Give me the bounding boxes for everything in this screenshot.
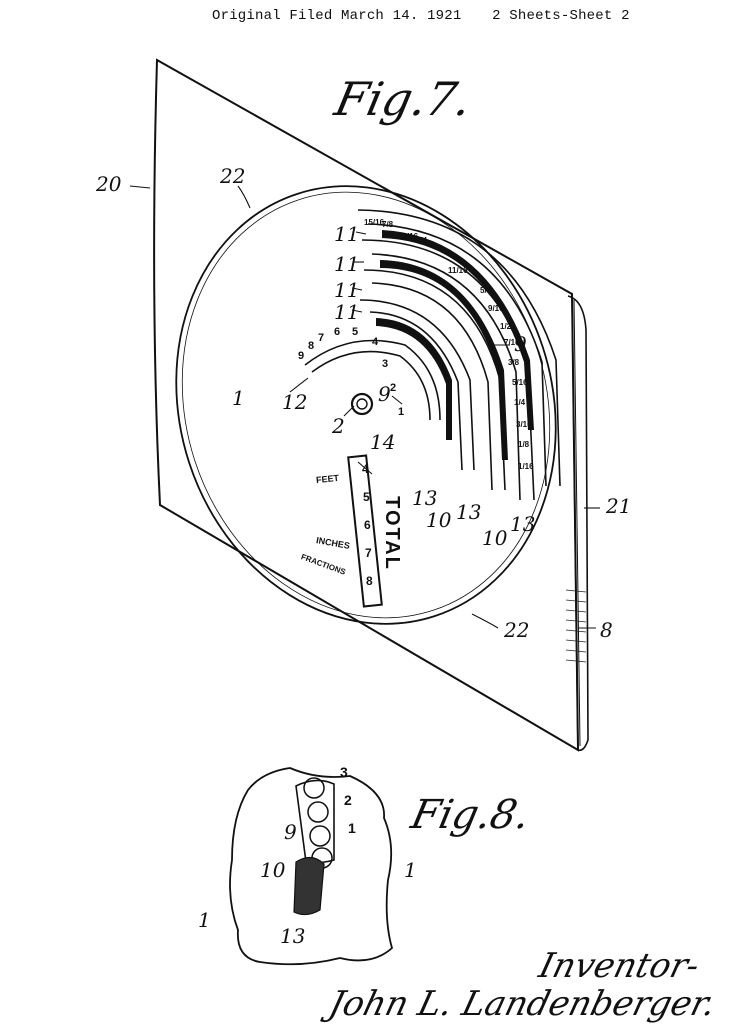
frac-1-4: 1/4 — [514, 398, 526, 407]
fig8-ref-9: 9 — [284, 820, 297, 844]
fig8-slide — [293, 856, 325, 916]
filing-header: Original Filed March 14. 1921 2 Sheets-S… — [212, 8, 652, 24]
frac-3-16: 3/16 — [516, 420, 532, 429]
card-outline — [153, 58, 580, 752]
leader-lines — [129, 185, 600, 629]
frac-1-8: 1/8 — [518, 440, 530, 449]
digit-7: 7 — [365, 546, 372, 560]
inventor-name: John L. Landenberger. — [325, 984, 720, 1024]
card-edge — [567, 293, 589, 752]
frac-3-8: 3/8 — [508, 358, 520, 367]
frac-1-16: 1/16 — [518, 462, 534, 471]
ref-11-b: 11 — [334, 252, 360, 276]
fig8-ref-10: 10 — [260, 858, 286, 882]
ref-1: 1 — [232, 386, 245, 410]
ref-13-a: 13 — [412, 486, 438, 510]
fig8-mark-2: 2 — [344, 792, 352, 808]
frac-9-16: 9/16 — [488, 304, 504, 313]
calculator-disc — [175, 185, 557, 625]
ref-13-b: 13 — [456, 500, 482, 524]
ref-22-bottom: 22 — [504, 618, 530, 642]
ref-11-c: 11 — [334, 278, 360, 302]
scale-2: 2 — [390, 382, 397, 394]
digit-4: 4 — [362, 462, 369, 476]
fig8-ref-13: 13 — [280, 924, 306, 948]
ref-11-a: 11 — [334, 222, 360, 246]
scale-9: 9 — [298, 350, 305, 362]
fig8-ref-1-left: 1 — [198, 908, 211, 932]
scale-6: 6 — [334, 326, 341, 338]
ref-10-a: 10 — [426, 508, 452, 532]
ref-10-b: 10 — [482, 526, 508, 550]
scale-8: 8 — [308, 340, 315, 352]
fig8-holes — [303, 777, 333, 869]
frac-15-16: 15/16 — [364, 218, 385, 227]
total-window-panel — [347, 454, 383, 608]
frac-11-16: 11/16 — [448, 266, 468, 275]
frac-5-16: 5/16 — [512, 378, 528, 387]
frac-1-2: 1/2 — [500, 322, 512, 331]
hub-inner — [356, 398, 368, 410]
slot-shading — [376, 230, 534, 460]
ref-14: 14 — [370, 430, 396, 454]
ref-20: 20 — [96, 172, 122, 196]
scale-3: 3 — [382, 358, 389, 370]
fig8-mark-3: 3 — [340, 764, 348, 780]
scale-7: 7 — [318, 332, 325, 344]
card-edge-inner — [573, 299, 581, 747]
fig8-mark-1: 1 — [348, 820, 356, 836]
frac-13-16: 13/16 — [398, 232, 419, 241]
total-label: TOTAL — [380, 496, 403, 571]
ref-13-c: 13 — [510, 512, 536, 536]
ref-9-lower: 9 — [378, 382, 391, 406]
digit-8: 8 — [366, 574, 373, 588]
sheet-number: 2 Sheets-Sheet 2 — [492, 8, 630, 24]
filed-date: Original Filed March 14. 1921 — [212, 8, 462, 24]
ref-2: 2 — [332, 414, 345, 438]
digit-5: 5 — [363, 490, 370, 504]
card-hatching — [565, 589, 587, 663]
fig8-ref-1-right: 1 — [404, 858, 417, 882]
scale-5: 5 — [352, 326, 359, 338]
scale-4: 4 — [372, 336, 379, 348]
fig8-fragment — [229, 767, 394, 966]
frac-3-4: 3/4 — [416, 236, 428, 245]
ref-12: 12 — [282, 390, 308, 414]
frac-7-16: 7/16 — [504, 338, 520, 347]
ref-22-top: 22 — [220, 164, 246, 188]
ref-21: 21 — [606, 494, 632, 518]
frac-5-8: 5/8 — [480, 286, 492, 295]
frac-7-8: 7/8 — [382, 220, 394, 229]
ref-8: 8 — [600, 618, 613, 642]
digit-6: 6 — [364, 518, 371, 532]
scale-1: 1 — [398, 406, 405, 418]
hub-outer — [350, 392, 374, 416]
ref-9-upper: 9 — [514, 332, 527, 356]
inventor-label: Inventor- — [535, 946, 704, 986]
fig8-title: Fig.8. — [407, 792, 534, 838]
ref-11-d: 11 — [334, 300, 360, 324]
